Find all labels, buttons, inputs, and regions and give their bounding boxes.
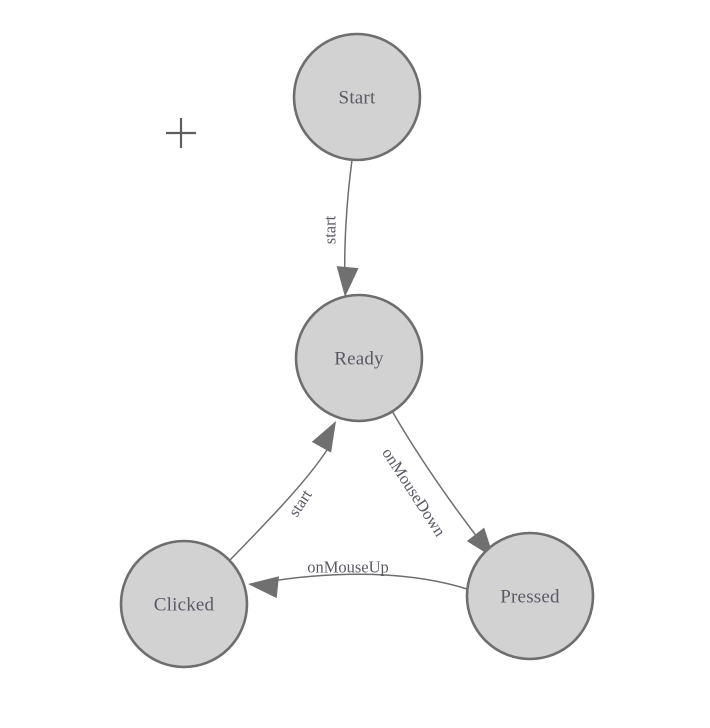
edge-pressed-to-clicked[interactable]: onMouseUp [247, 558, 468, 599]
edge-ready-to-pressed[interactable]: onMouseDown [378, 410, 502, 565]
edge-line[interactable] [265, 573, 468, 590]
state-node-start[interactable]: Start [292, 32, 422, 162]
cursor-layer [166, 118, 196, 148]
arrowhead-icon [336, 266, 359, 297]
edge-line[interactable] [344, 159, 353, 281]
arrowhead-icon [248, 576, 279, 599]
arrowhead-icon [311, 421, 336, 453]
edge-label[interactable]: start [284, 486, 316, 521]
node-circle[interactable] [292, 32, 422, 162]
edge-label[interactable]: start [321, 215, 340, 244]
edge-label[interactable]: onMouseDown [378, 444, 449, 540]
node-circle[interactable] [465, 531, 595, 661]
node-circle[interactable] [294, 293, 424, 423]
state-node-ready[interactable]: Ready [294, 293, 424, 423]
plus-crosshair-icon [166, 118, 196, 148]
state-node-pressed[interactable]: Pressed [465, 531, 595, 661]
node-label: Ready [334, 349, 384, 370]
edge-clicked-to-ready[interactable]: start [228, 416, 346, 562]
node-circle[interactable] [119, 539, 249, 669]
edge-label[interactable]: onMouseUp [307, 558, 389, 577]
node-label: Start [339, 88, 376, 109]
node-label: Clicked [154, 595, 215, 616]
node-label: Pressed [500, 587, 560, 608]
edge-line[interactable] [391, 410, 485, 547]
edge-start-to-ready[interactable]: start [321, 159, 359, 298]
edge-line[interactable] [228, 449, 328, 562]
state-node-clicked[interactable]: Clicked [119, 539, 249, 669]
